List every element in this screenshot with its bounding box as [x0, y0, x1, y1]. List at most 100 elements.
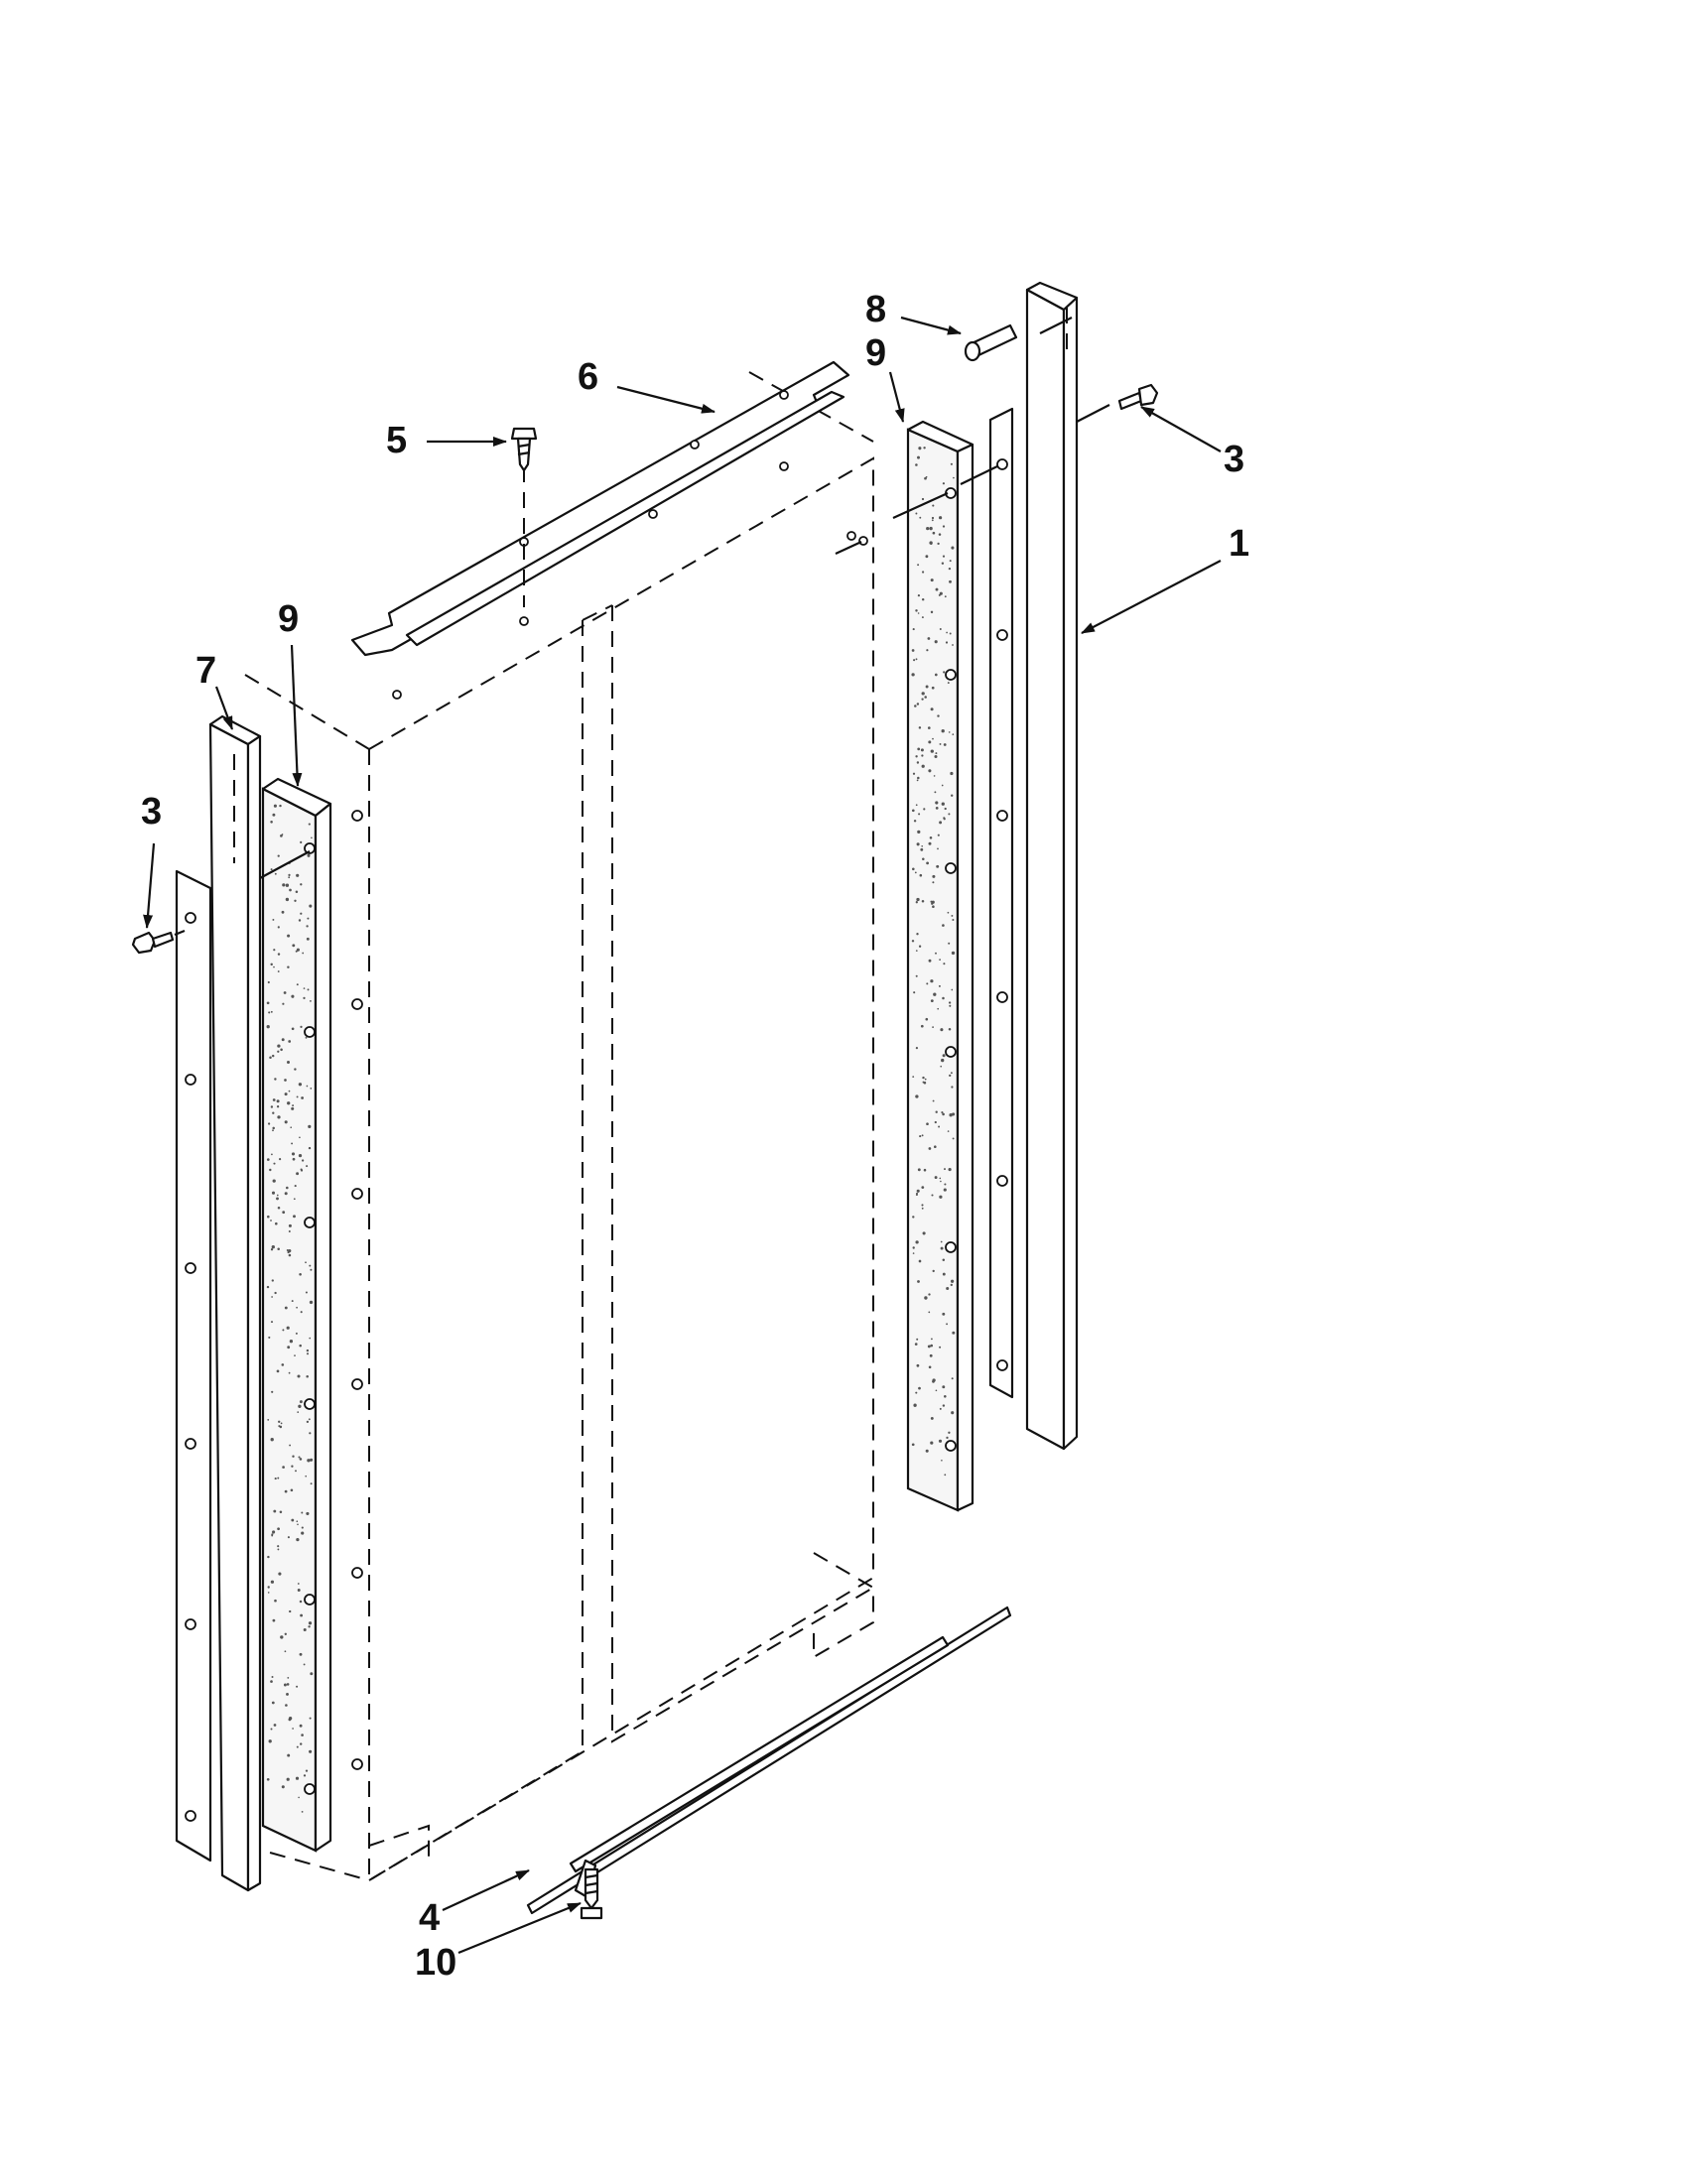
- foam-texture-speck: [306, 1352, 310, 1355]
- foam-texture-speck: [924, 1296, 928, 1300]
- foam-texture-speck: [288, 873, 291, 877]
- foam-texture-speck: [911, 940, 915, 943]
- foam-texture-speck: [295, 1776, 300, 1780]
- foam-texture-speck: [307, 917, 310, 920]
- foam-texture-speck: [296, 1095, 299, 1098]
- bottom-strip-part-4: [526, 1606, 1012, 1915]
- foam-texture-speck: [288, 1717, 293, 1721]
- foam-texture-speck: [277, 1548, 280, 1551]
- foam-texture-speck: [940, 1028, 944, 1032]
- foam-texture-speck: [291, 1142, 294, 1145]
- callout-8: 8: [865, 289, 886, 330]
- foam-texture-speck: [282, 1211, 286, 1215]
- leader-lines: [143, 316, 1222, 1955]
- foam-texture-speck: [934, 1120, 937, 1124]
- foam-texture-speck: [937, 834, 940, 836]
- foam-texture-speck: [305, 1291, 308, 1294]
- foam-texture-speck: [291, 1106, 295, 1110]
- foam-texture-speck: [947, 911, 950, 914]
- foam-texture-speck: [270, 963, 273, 966]
- foam-texture-speck: [911, 809, 915, 813]
- foam-texture-speck: [300, 1168, 303, 1171]
- foam-texture-speck: [925, 1017, 929, 1021]
- foam-texture-speck: [919, 1135, 922, 1138]
- foam-texture-speck: [948, 731, 951, 733]
- foam-texture-speck: [297, 1374, 301, 1378]
- foam-texture-speck: [271, 1296, 273, 1298]
- foam-texture-speck: [947, 1130, 950, 1132]
- foam-texture-speck: [912, 772, 916, 775]
- foam-texture-speck: [292, 1157, 296, 1161]
- foam-texture-speck: [306, 1511, 310, 1515]
- foam-texture-speck: [297, 1411, 300, 1413]
- foam-texture-speck: [952, 1112, 956, 1116]
- foam-texture-speck: [942, 1258, 946, 1262]
- foam-texture-speck: [951, 546, 955, 550]
- foam-texture-speck: [309, 904, 313, 908]
- foam-texture-speck: [928, 1293, 931, 1296]
- foam-texture-speck: [934, 673, 938, 677]
- foam-texture-speck: [911, 1443, 915, 1447]
- foam-texture-speck: [926, 982, 929, 985]
- foam-texture-speck: [276, 1197, 279, 1201]
- foam-texture-speck: [937, 847, 939, 850]
- foam-texture-speck: [274, 1477, 277, 1480]
- foam-texture-speck: [310, 1482, 313, 1485]
- foam-texture-speck: [927, 1345, 931, 1349]
- foam-texture-speck: [913, 820, 917, 823]
- foam-texture-speck: [284, 1079, 287, 1082]
- foam-texture-speck: [926, 649, 929, 652]
- foam-texture-speck: [926, 1122, 929, 1126]
- foam-texture-speck: [949, 632, 952, 635]
- foam-texture-speck: [273, 965, 275, 968]
- foam-texture-speck: [282, 1329, 285, 1332]
- foam-texture-speck: [915, 1047, 919, 1050]
- foam-texture-speck: [299, 1136, 301, 1139]
- foam-texture-speck: [930, 979, 934, 983]
- foam-texture-speck: [303, 996, 306, 1000]
- foam-texture-speck: [288, 1230, 291, 1232]
- foam-texture-speck: [915, 1391, 918, 1394]
- foam-texture-speck: [924, 1078, 927, 1081]
- foam-texture-speck: [287, 1250, 290, 1254]
- foam-texture-speck: [311, 836, 313, 839]
- foam-texture-speck: [302, 952, 305, 955]
- right-rail-part-1: [1025, 281, 1079, 1451]
- foam-texture-speck: [299, 1400, 303, 1404]
- foam-texture-speck: [278, 1572, 282, 1576]
- top-channel-part-6: [350, 360, 856, 700]
- foam-texture-speck: [914, 1343, 918, 1346]
- left-foam-strip-part-9: [261, 777, 332, 1853]
- foam-texture-speck: [287, 1346, 291, 1349]
- foam-texture-speck: [277, 1477, 280, 1479]
- foam-texture-speck: [953, 476, 955, 479]
- foam-texture-speck: [944, 1395, 947, 1398]
- foam-texture-speck: [297, 1523, 299, 1526]
- foam-texture-speck: [298, 1404, 302, 1408]
- foam-texture-speck: [272, 1126, 275, 1130]
- foam-texture-speck: [298, 919, 302, 922]
- foam-texture-speck: [307, 1459, 311, 1463]
- foam-texture-speck: [934, 754, 938, 759]
- foam-texture-speck: [932, 1026, 934, 1028]
- foam-texture-speck: [271, 1191, 276, 1195]
- foam-texture-speck: [290, 1126, 293, 1129]
- foam-texture-speck: [951, 1411, 955, 1415]
- foam-texture-speck: [274, 872, 277, 875]
- foam-texture-speck: [936, 864, 940, 868]
- foam-texture-speck: [926, 861, 929, 865]
- foam-texture-speck: [300, 1742, 303, 1745]
- foam-texture-speck: [277, 854, 280, 857]
- foam-texture-speck: [285, 897, 290, 902]
- foam-texture-speck: [942, 525, 946, 528]
- right-connectors: [835, 317, 1110, 555]
- foam-texture-speck: [939, 1407, 942, 1410]
- foam-texture-speck: [282, 883, 286, 887]
- foam-texture-speck: [284, 1489, 288, 1493]
- foam-texture-speck: [944, 1168, 946, 1171]
- foam-texture-speck: [927, 637, 931, 640]
- foam-texture-speck: [930, 707, 934, 711]
- foam-texture-speck: [945, 641, 949, 644]
- foam-texture-speck: [284, 1120, 288, 1124]
- foam-texture-speck: [297, 1589, 301, 1592]
